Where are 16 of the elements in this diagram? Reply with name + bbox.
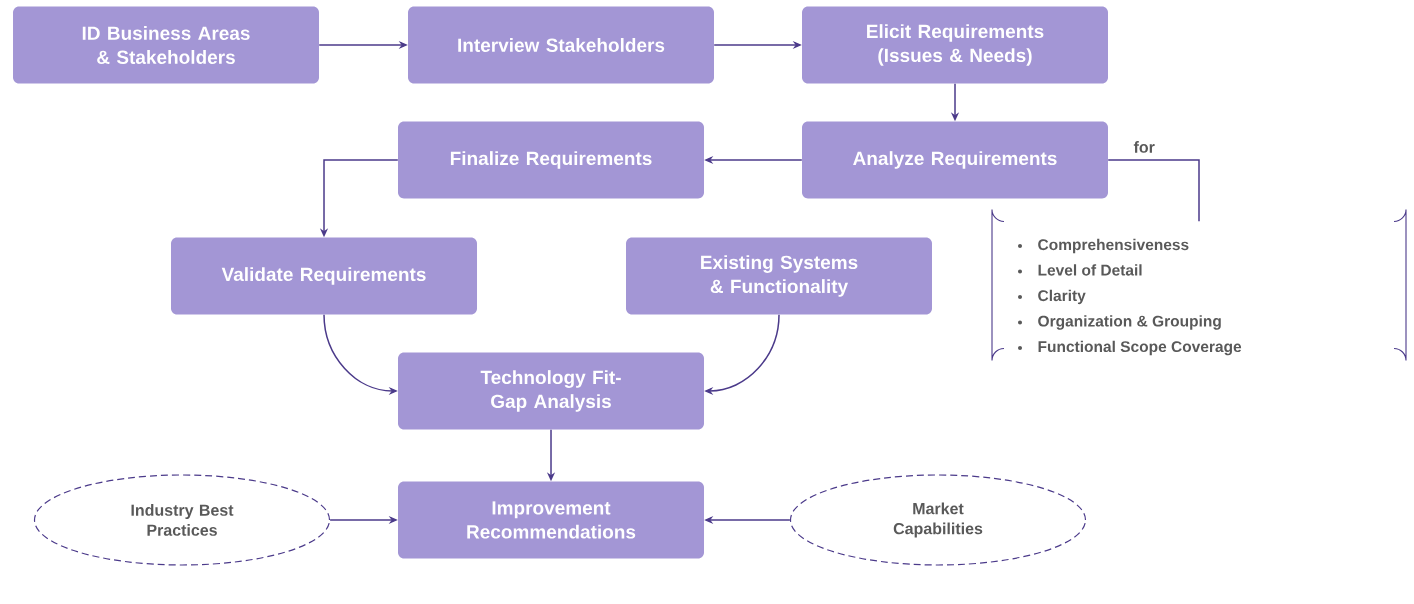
bracketed-list: Comprehensiveness Level of Detail Clarity Organization & Grouping Functional Scope Coverage	[991, 208, 1407, 362]
process-box: ID Business Areas & Stakeholders	[13, 6, 319, 84]
node-label: Comprehensiveness	[1038, 238, 1189, 254]
process-box: Finalize Requirements	[398, 121, 704, 199]
node-label: Functional Scope Coverage	[1038, 340, 1242, 356]
node-label: Organization & Grouping	[1038, 315, 1221, 330]
node-label: Clarity	[1038, 289, 1086, 305]
process-box: Improvement Recommendations	[398, 481, 704, 559]
process-box: Elicit Requirements (Issues & Needs)	[802, 6, 1108, 84]
process-box: Existing Systems & Functionality	[626, 237, 932, 315]
process-box: Analyze Requirements	[802, 121, 1108, 199]
process-box: Validate Requirements	[171, 237, 477, 315]
process-box: Technology Fit-Gap Analysis	[398, 352, 704, 430]
process-box: Interview Stakeholders	[408, 6, 714, 84]
edge-label: for	[1133, 141, 1155, 153]
node-label: Level of Detail	[1038, 264, 1142, 276]
